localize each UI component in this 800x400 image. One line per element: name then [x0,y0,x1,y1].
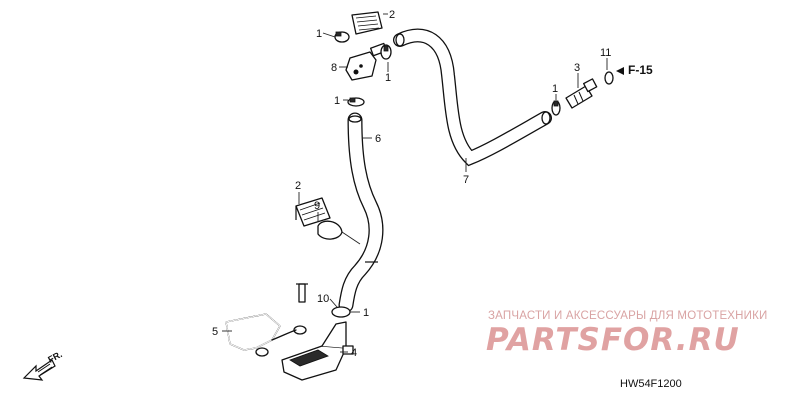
callout-3: 3 [574,62,580,74]
front-arrow-icon [22,359,56,381]
valve-3 [565,78,598,109]
callout-10: 10 [317,293,329,305]
callout-8: 8 [331,62,337,74]
diagram-code: HW54F1200 [620,378,682,390]
callout-1: 1 [316,28,322,40]
clamp-1-b [380,44,392,60]
reference-arrow-icon [616,67,624,75]
front-label: FR. [46,349,63,365]
callout-1: 1 [334,95,340,107]
callout-2: 2 [295,180,301,192]
clamp-1-c [347,97,365,107]
clip-2-top [351,11,383,35]
clip-2-lower [295,197,331,227]
clamp-1-a [334,31,350,43]
front-direction-indicator: FR. [22,349,64,381]
callout-7: 7 [463,174,469,186]
tube-7 [393,28,552,167]
callout-9: 9 [314,200,320,212]
callout-1: 1 [385,72,391,84]
breather-hose-5 [225,283,308,357]
tube-6 [338,112,384,313]
leader-lines [222,13,608,353]
clamp-1-d [551,100,561,116]
seal-11 [604,71,614,85]
joint-8 [345,42,388,81]
watermark-brand: PARTSFOR.RU [486,322,740,358]
callout-5: 5 [212,326,218,338]
callout-11: 11 [600,47,611,59]
watermark-tagline: ЗАПЧАСТИ И АКСЕССУАРЫ ДЛЯ МОТОТЕХНИКИ [488,310,768,322]
callout-6: 6 [375,133,381,145]
clamp-9 [317,220,361,245]
callout-4: 4 [351,347,357,359]
callout-1: 1 [363,307,369,319]
clamp-10 [331,306,351,318]
separator-4 [281,321,354,381]
reference-label: F-15 [628,63,653,77]
callout-1: 1 [552,83,558,95]
callout-2: 2 [389,9,395,21]
callout-numbers: 1 2 8 1 1 6 7 1 3 11 2 9 10 1 5 4 [212,9,611,359]
reference-f15: F-15 [616,63,653,77]
